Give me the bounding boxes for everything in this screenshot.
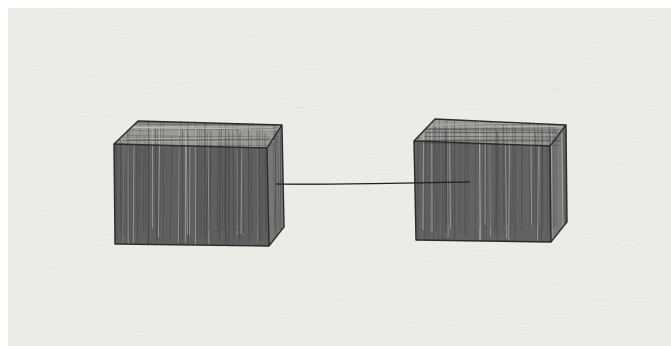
drawing-paper [8, 8, 671, 346]
pencil-hatch-stroke [423, 124, 424, 230]
pencil-drawing [8, 8, 671, 346]
right-box-front-face [414, 141, 551, 242]
left-box [113, 118, 284, 248]
paper-background [8, 8, 671, 346]
right-box [414, 116, 567, 244]
